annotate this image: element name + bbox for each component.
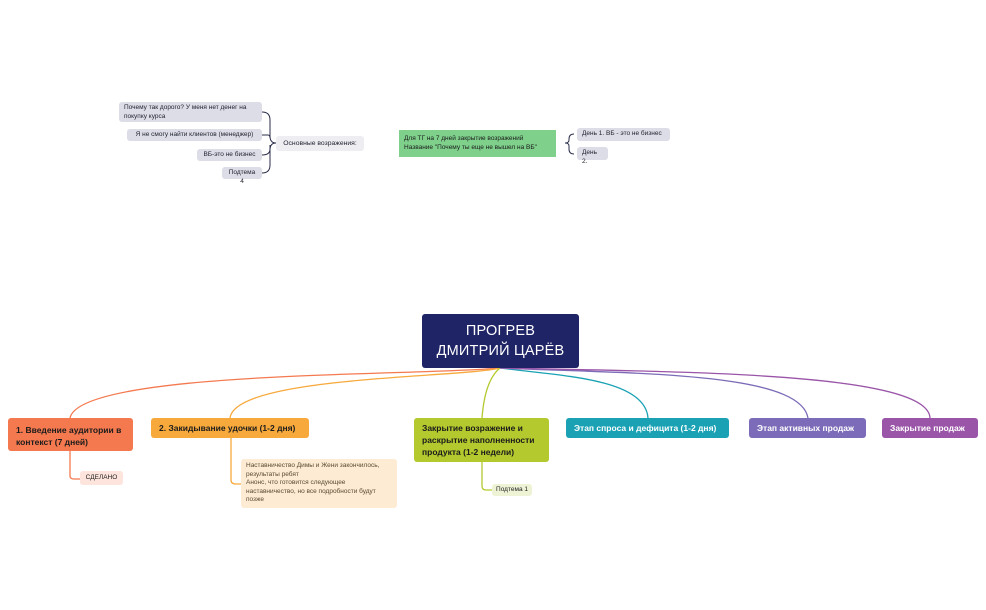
- subtopic-done[interactable]: СДЕЛАНО: [80, 471, 123, 485]
- tg-plan-line-1: Для ТГ на 7 дней закрытие возражений: [404, 135, 524, 142]
- branch-intro[interactable]: 1. Введение аудитории в контекст (7 дней…: [8, 418, 133, 451]
- objections-topic[interactable]: Основные возражения:: [276, 136, 364, 151]
- objection-item-wb-not-business[interactable]: ВБ-это не бизнес: [197, 149, 262, 161]
- branch-objections-closing[interactable]: Закрытие возражение и раскрытие наполнен…: [414, 418, 549, 462]
- objection-item-subtopic-4[interactable]: Подтема 4: [222, 167, 262, 185]
- branch-bait[interactable]: 2. Закидывание удочки (1-2 дня): [151, 418, 309, 438]
- root-title-line2: ДМИТРИЙ ЦАРЁВ: [436, 343, 565, 359]
- branch-closing-sales[interactable]: Закрытие продаж: [882, 418, 978, 438]
- subtopic-mentorship-note[interactable]: Наставничество Димы и Жени закончилось, …: [241, 459, 397, 508]
- objection-item-price[interactable]: Почему так дорого? У меня нет денег на п…: [119, 102, 262, 122]
- root-title-line1: ПРОГРЕВ: [465, 323, 536, 339]
- tg-plan-topic[interactable]: Для ТГ на 7 дней закрытие возражений Наз…: [399, 130, 556, 157]
- branch-demand-deficit[interactable]: Этап спроса и дефицита (1-2 дня): [566, 418, 729, 438]
- tg-day-1[interactable]: День 1. ВБ - это не бизнес: [577, 128, 670, 141]
- branch-active-sales[interactable]: Этап активных продаж: [749, 418, 866, 438]
- note-line-2: Анонс, что готовится следующее наставнич…: [246, 479, 376, 503]
- tg-plan-line-2: Название "Почему ты еще не вышел на ВБ": [404, 144, 537, 151]
- objection-item-clients[interactable]: Я не смогу найти клиентов (менеджер): [127, 129, 262, 141]
- tg-day-2[interactable]: День 2.: [577, 147, 608, 165]
- subtopic-1[interactable]: Подтема 1: [492, 484, 532, 496]
- root-topic[interactable]: ПРОГРЕВ ДМИТРИЙ ЦАРЁВ: [422, 314, 579, 368]
- note-line-1: Наставничество Димы и Жени закончилось, …: [246, 462, 380, 478]
